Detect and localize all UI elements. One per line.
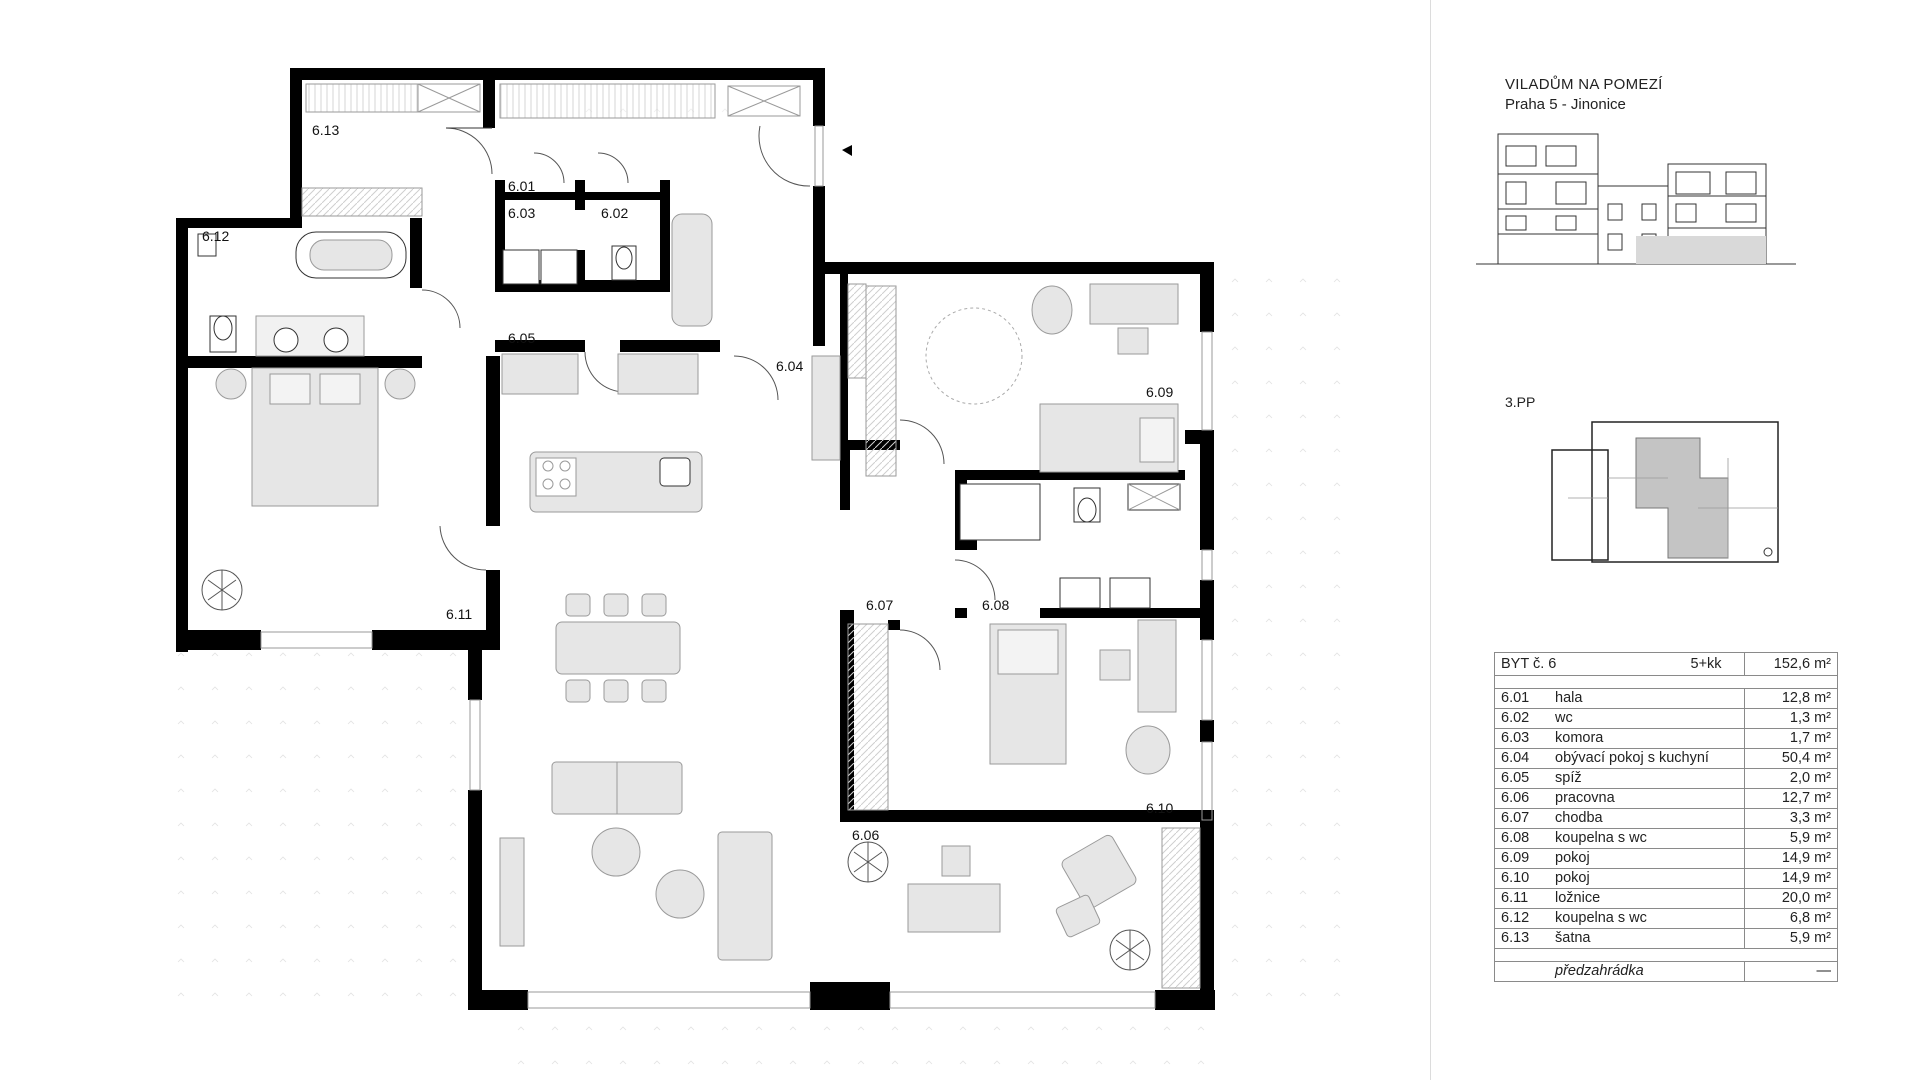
room-label-6-06: 6.06 [852,827,880,843]
room-number: 6.06 [1494,788,1549,809]
layout-label: 5+kk [1690,655,1722,672]
windows [260,125,1213,1009]
room-number: 6.01 [1494,688,1549,709]
room-number: 6.10 [1494,868,1549,889]
room-area: 1,3 m² [1744,708,1838,729]
room-area: 50,4 m² [1744,748,1838,769]
floor-plan [170,60,1350,1070]
room-label-6-08: 6.08 [982,597,1010,613]
room-label-6-02: 6.02 [601,205,629,221]
room-name: obývací pokoj s kuchyní [1549,748,1745,769]
table-row-extra: předzahrádka— [1494,961,1838,982]
room-name: komora [1549,728,1745,749]
room-name: koupelna s wc [1549,908,1745,929]
room-number: 6.11 [1494,888,1549,909]
room-name: pracovna [1549,788,1745,809]
room-number: 6.13 [1494,928,1549,949]
room-name: šatna [1549,928,1745,949]
room-name: ložnice [1549,888,1745,909]
room-number: 6.08 [1494,828,1549,849]
room-label-6-03: 6.03 [508,205,536,221]
area-table-header: BYT č. 6 5+kk 152,6 m² [1494,652,1838,676]
room-name: předzahrádka [1549,961,1745,982]
room-label-6-11: 6.11 [446,606,473,622]
floor-label: 3.PP [1505,394,1536,410]
room-number: 6.05 [1494,768,1549,789]
project-location: Praha 5 - Jinonice [1505,96,1626,113]
room-number: 6.09 [1494,848,1549,869]
plant-icons [201,569,1151,971]
walls [176,68,1215,1010]
furniture [197,83,1201,989]
total-area: 152,6 m² [1744,652,1838,676]
unit-label: BYT č. 6 [1501,655,1557,672]
room-area: 12,8 m² [1744,688,1838,709]
room-number: 6.04 [1494,748,1549,769]
room-area: — [1744,961,1838,982]
room-area: 2,0 m² [1744,768,1838,789]
room-number: 6.03 [1494,728,1549,749]
room-label-6-13: 6.13 [312,122,340,138]
room-name: spíž [1549,768,1745,789]
room-label-6-01: 6.01 [508,178,536,194]
table-spacer [1494,675,1838,689]
room-label-6-10: 6.10 [1146,800,1174,816]
room-label-6-05: 6.05 [508,330,536,346]
room-area: 12,7 m² [1744,788,1838,809]
room-label-6-07: 6.07 [866,597,894,613]
room-area: 14,9 m² [1744,868,1838,889]
room-label-6-09: 6.09 [1146,384,1174,400]
room-name: pokoj [1549,868,1745,889]
room-number: 6.02 [1494,708,1549,729]
room-area: 20,0 m² [1744,888,1838,909]
room-number: 6.12 [1494,908,1549,929]
room-area: 3,3 m² [1744,808,1838,829]
room-name: wc [1549,708,1745,729]
entrance-arrow [842,145,852,156]
project-title: VILADŮM NA POMEZÍ [1505,76,1663,93]
room-name: pokoj [1549,848,1745,869]
room-area: 5,9 m² [1744,828,1838,849]
room-name: chodba [1549,808,1745,829]
room-area: 6,8 m² [1744,908,1838,929]
room-area: 1,7 m² [1744,728,1838,749]
info-sidebar [1430,0,1917,1080]
room-area: 5,9 m² [1744,928,1838,949]
facade-elevation [1476,133,1796,265]
table-spacer [1494,948,1838,962]
room-area: 14,9 m² [1744,848,1838,869]
room-number: 6.07 [1494,808,1549,829]
room-label-6-12: 6.12 [202,228,230,244]
key-plan [1551,421,1779,563]
room-label-6-04: 6.04 [776,358,804,374]
room-name: hala [1549,688,1745,709]
room-name: koupelna s wc [1549,828,1745,849]
